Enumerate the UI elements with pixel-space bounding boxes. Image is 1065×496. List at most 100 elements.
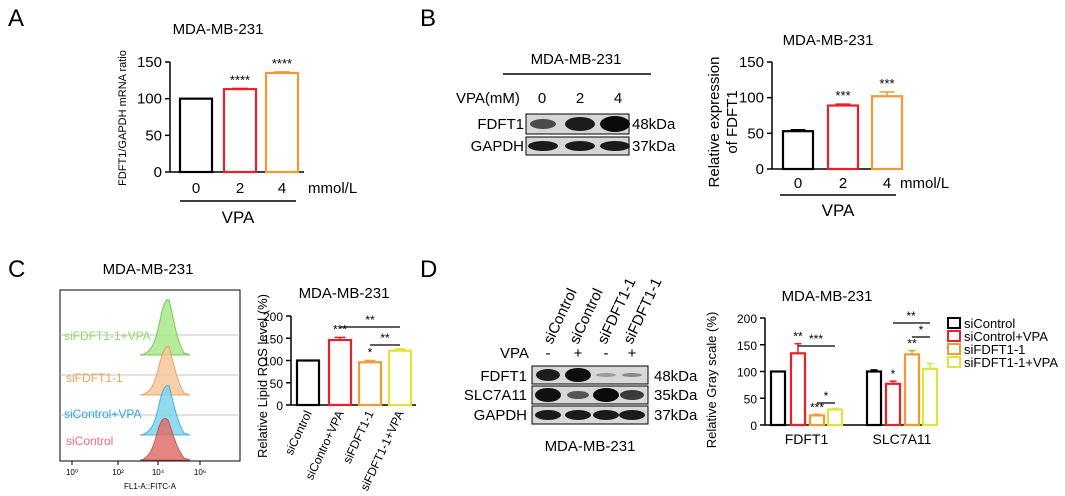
chart-b-bar-2 <box>870 95 904 171</box>
flow-c-track-label-3: siControl <box>66 434 113 448</box>
blot-d-row-label-1: SLC7A11 <box>464 387 527 404</box>
chart-d-xtick-0: FDFT1 <box>785 431 829 447</box>
chart-a-ytick-2: 100 <box>137 91 162 108</box>
chart-c-ytick-3: 150 <box>263 332 283 346</box>
chart-d-sig-1-1: * <box>891 367 896 381</box>
chart-a-xtick-1: 2 <box>236 180 244 197</box>
blot-d-band-gapdh-3 <box>619 410 645 420</box>
chart-c-ylabel: Relative Lipid ROS level (%) <box>255 294 270 458</box>
blot-b-row-label-1: GAPDH <box>471 138 524 155</box>
blot-d-caption: MDA-MB-231 <box>545 438 636 455</box>
chart-d-bar-1-0 <box>865 370 883 427</box>
chart-b-ytick-2: 100 <box>739 90 764 107</box>
chart-d-bracket-label-2: ** <box>906 309 916 323</box>
blot-d-row-size-0: 48kDa <box>654 368 698 385</box>
chart-b-ytick-1: 50 <box>747 125 764 142</box>
chart-d-bracket-label-3: * <box>919 323 924 337</box>
legend-label-3: siFDFT1-1+VPA <box>964 355 1058 370</box>
chart-d-bar-0-0 <box>769 370 787 427</box>
legend-swatch-0 <box>947 317 961 329</box>
chart-a-xtick-0: 0 <box>192 180 200 197</box>
flow-c-histogram-2 <box>139 385 191 436</box>
blot-b-band-gapdh-1 <box>565 141 595 151</box>
blot-d-band-slc7a11-2 <box>593 388 619 402</box>
chart-c-title: MDA-MB-231 <box>299 285 390 302</box>
flow-c-xtick-0: 10⁰ <box>66 468 78 477</box>
blot-d-row-size-1: 35kDa <box>654 387 698 404</box>
chart-d-sig-0-2: *** <box>810 400 824 414</box>
chart-a-sig-1: **** <box>230 72 250 87</box>
flow-c-track-label-2: siControl+VPA <box>64 407 141 421</box>
chart-d-bar-0-3 <box>826 408 844 427</box>
chart-d: MDA-MB-231 Relative Gray scale (%) 05010… <box>704 288 939 448</box>
blot-d-row-label-2: GAPDH <box>474 407 527 424</box>
chart-c-bar-3 <box>387 349 413 407</box>
blot-b-lane-1: 2 <box>576 90 584 107</box>
blot-d-vpa-2: - <box>604 345 609 362</box>
blot-d-band-fdft1-3 <box>622 373 642 377</box>
chart-a-xlabel: VPA <box>222 208 255 227</box>
chart-b-xlabel: VPA <box>822 201 855 220</box>
chart-c-ytick-1: 50 <box>270 377 284 391</box>
chart-c-ytick-4: 200 <box>263 310 283 324</box>
chart-d-ytick-0: 0 <box>750 419 757 433</box>
chart-c-xtick-0: siControl <box>282 408 315 457</box>
chart-a-ytick-1: 50 <box>145 127 162 144</box>
legend-label-0: siControl <box>964 316 1015 331</box>
chart-a-sig-2: **** <box>272 56 292 71</box>
blot-b-title: MDA-MB-231 <box>531 51 622 68</box>
chart-c-ytick-2: 100 <box>263 355 283 369</box>
chart-d-legend: siControl siControl+VPA siFDFT1-1 siFDFT… <box>947 316 1058 370</box>
blot-d-band-gapdh-0 <box>535 410 561 420</box>
blot-d-band-fdft1-0 <box>536 369 560 381</box>
blot-b-row-size-1: 37kDa <box>632 138 676 155</box>
blot-d-band-slc7a11-1 <box>567 391 589 399</box>
chart-d-sig-1-2: ** <box>907 337 917 351</box>
blot-b-band-fdft1-0 <box>530 119 556 129</box>
chart-a-ytick-0: 0 <box>154 164 162 181</box>
chart-c-bracket-label-1: ** <box>380 331 390 345</box>
chart-c-ytick-0: 0 <box>276 399 283 413</box>
chart-c-bar-0 <box>295 359 321 407</box>
chart-b-sig-1: *** <box>835 88 850 103</box>
chart-a-bar-1 <box>222 88 258 174</box>
chart-b-ytick-0: 0 <box>756 161 764 178</box>
chart-a-xtick-2: 4 <box>278 180 286 197</box>
chart-a-bar-2 <box>264 71 300 174</box>
flow-c-title: MDA-MB-231 <box>103 261 194 278</box>
blot-b-band-gapdh-0 <box>528 141 558 151</box>
chart-d-title: MDA-MB-231 <box>782 288 873 305</box>
chart-b-xtick-0: 0 <box>794 175 802 192</box>
blot-d-treatment: VPA <box>500 345 529 362</box>
chart-c-sig-1: *** <box>333 322 347 336</box>
flow-c-xtick-1: 10² <box>112 468 124 477</box>
flow-c-xtick-3: 10⁶ <box>194 468 206 477</box>
chart-a-unit: mmol/L <box>308 180 357 197</box>
chart-a-ytick-3: 150 <box>137 54 162 71</box>
flow-c-histogram-1 <box>139 346 191 396</box>
chart-c-bracket-label-0: ** <box>365 313 375 327</box>
chart-a-bar-0 <box>178 97 214 174</box>
chart-c-sig-2: * <box>368 346 373 360</box>
blot-d-strip-slc7a11 <box>531 385 649 405</box>
flow-c-histogram-0 <box>139 299 191 356</box>
flow-c-xlabel: FL1-A::FITC-A <box>124 482 177 491</box>
chart-d-ytick-1: 50 <box>744 392 758 406</box>
chart-b-bar-0 <box>781 130 815 171</box>
chart-d-bracket-label-1: * <box>824 389 829 403</box>
chart-b-xtick-2: 4 <box>883 175 891 192</box>
legend-swatch-2 <box>947 343 961 355</box>
chart-b-ylabel-line2: of FDFT1 <box>724 90 741 153</box>
blot-d-band-gapdh-1 <box>565 410 591 420</box>
chart-d-ytick-4: 200 <box>737 312 757 326</box>
blot-d-band-slc7a11-3 <box>620 390 644 400</box>
blot-b-band-fdft1-1 <box>565 117 595 131</box>
chart-b-title: MDA-MB-231 <box>783 32 874 49</box>
blot-d-band-fdft1-2 <box>596 373 616 377</box>
chart-b-bar-1 <box>826 104 860 171</box>
legend-swatch-3 <box>947 356 961 368</box>
chart-c-bar-2 <box>357 361 383 407</box>
legend-label-1: siControl+VPA <box>964 329 1048 344</box>
flow-c-track-label-1: siFDFT1-1 <box>66 371 123 385</box>
chart-d-xtick-1: SLC7A11 <box>873 431 932 447</box>
